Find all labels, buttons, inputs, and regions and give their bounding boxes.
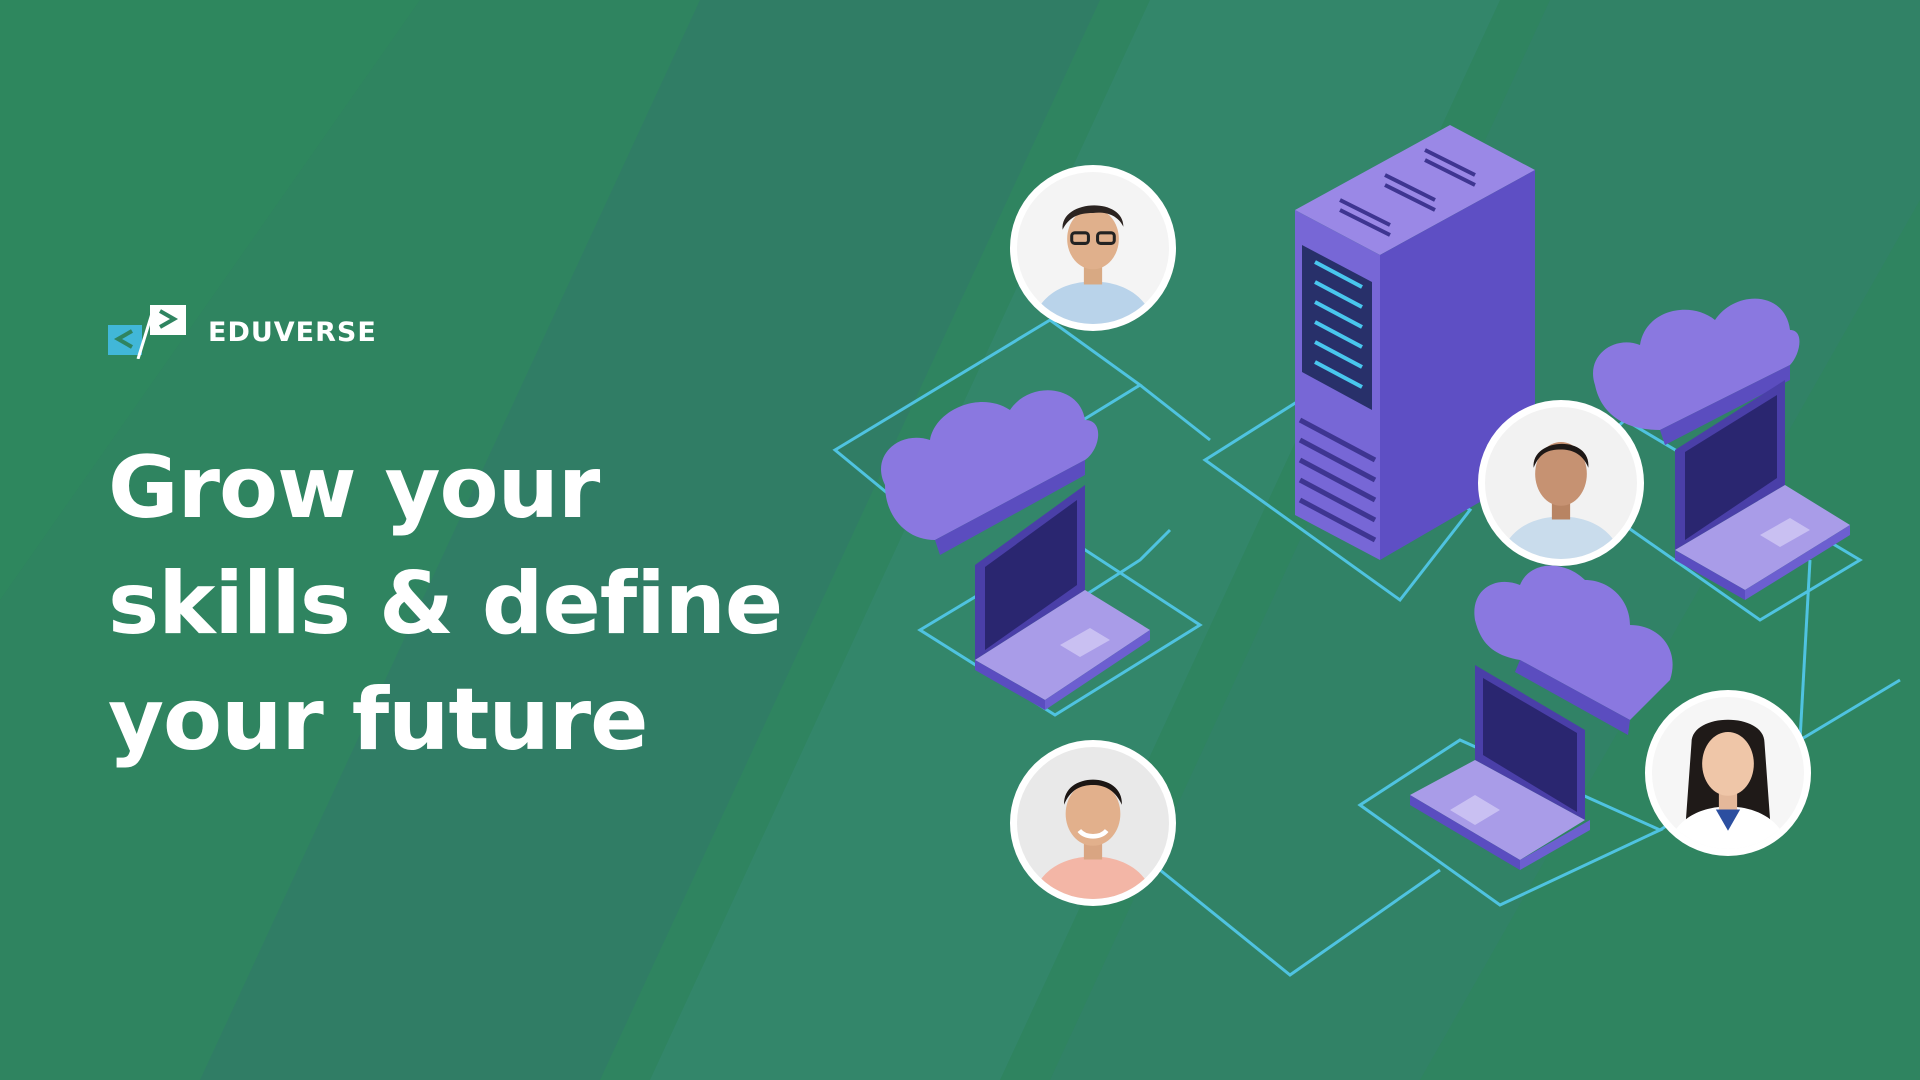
cloud-icon bbox=[881, 390, 1099, 555]
hero-headline: Grow your skills & define your future bbox=[108, 430, 783, 778]
laptop-icon bbox=[1675, 380, 1850, 600]
laptop-icon bbox=[1410, 665, 1590, 870]
headline-line-2: skills & define bbox=[108, 554, 783, 654]
brand-name: EDUVERSE bbox=[208, 316, 377, 348]
laptop-icon bbox=[975, 485, 1150, 710]
cloud-icon bbox=[1474, 565, 1673, 735]
brand-logo[interactable]: EDUVERSE bbox=[108, 305, 377, 360]
avatar-2 bbox=[1478, 400, 1644, 566]
avatar-4 bbox=[1645, 690, 1811, 856]
server-icon bbox=[1295, 125, 1535, 560]
avatar-1 bbox=[1010, 165, 1176, 331]
headline-line-1: Grow your bbox=[108, 438, 600, 538]
avatar-3 bbox=[1010, 740, 1176, 906]
code-brackets-icon bbox=[108, 305, 186, 360]
cloud-icon bbox=[1593, 298, 1800, 445]
headline-line-3: your future bbox=[108, 670, 648, 770]
network-illustration bbox=[832, 125, 1901, 977]
